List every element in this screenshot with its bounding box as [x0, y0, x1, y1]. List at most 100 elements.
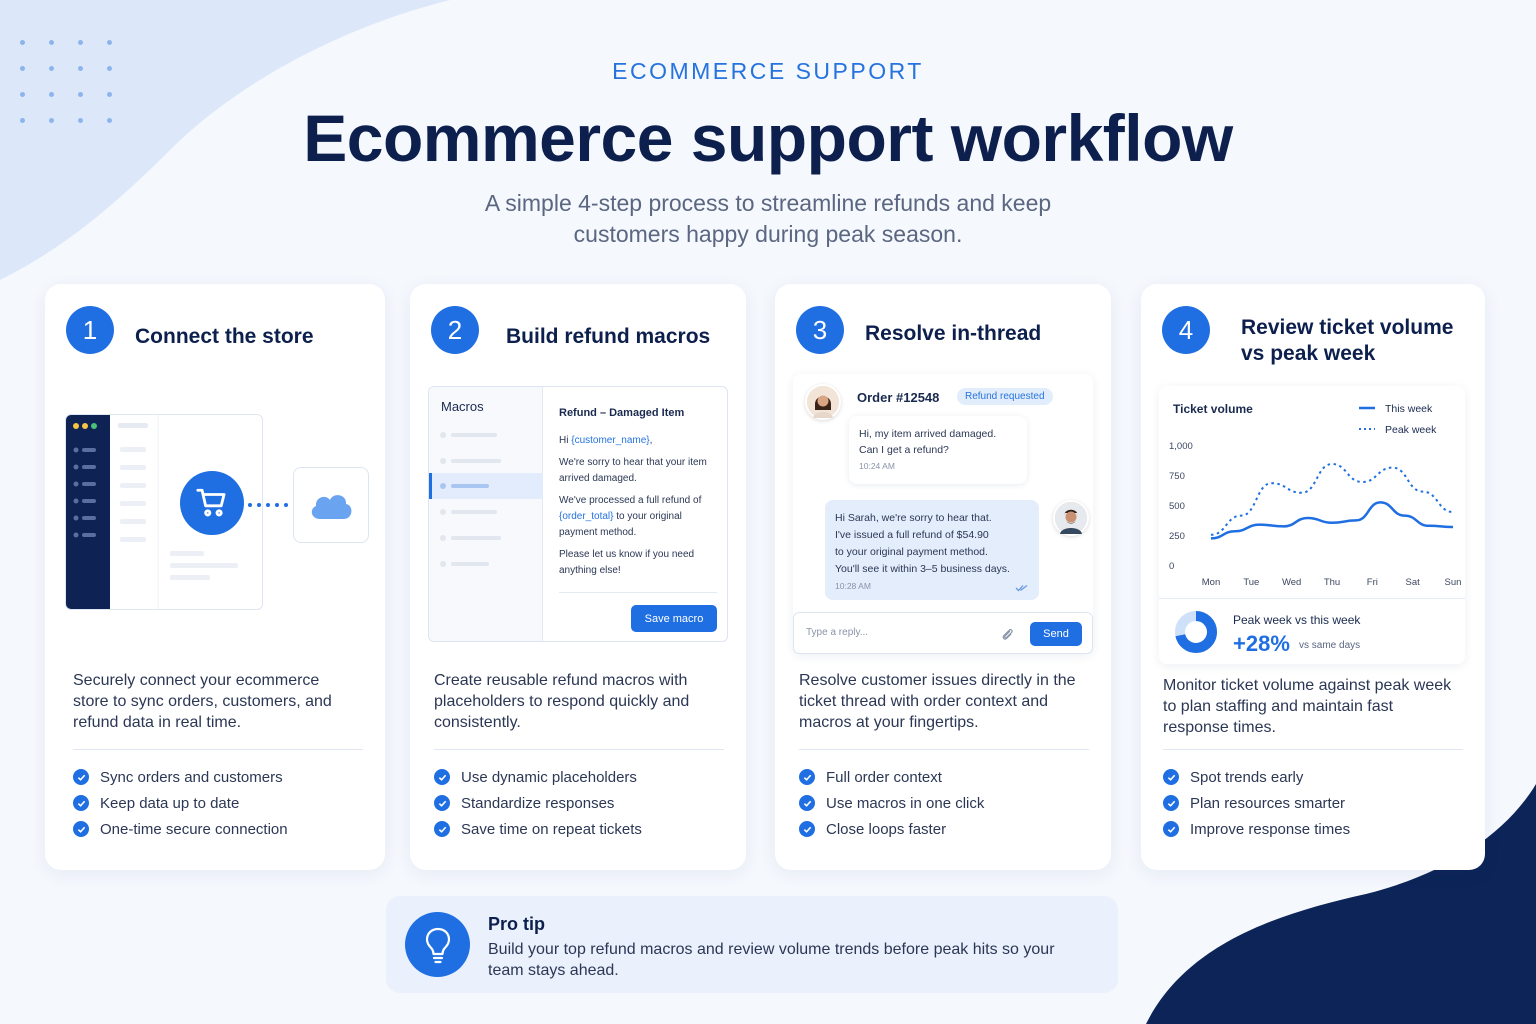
connector-dots [248, 503, 288, 507]
summary-subtext: vs same days [1299, 640, 1361, 651]
step-title: Review ticket volume vs peak week [1241, 316, 1454, 365]
macros-sidebar: Macros [429, 387, 543, 641]
agent-message: Hi Sarah, we're sorry to hear that. I've… [825, 500, 1039, 600]
checklist-item: Close loops faster [799, 816, 984, 842]
macro-list-items [429, 432, 543, 567]
checklist-item: Save time on repeat tickets [434, 816, 642, 842]
save-macro-button[interactable]: Save macro [631, 605, 717, 632]
cloud-icon [293, 467, 369, 543]
step-number: 3 [796, 306, 844, 354]
checklist-item: Improve response times [1163, 816, 1350, 842]
summary-value: +28% [1233, 631, 1290, 656]
divider [434, 749, 724, 750]
check-icon [434, 795, 450, 811]
paperclip-icon[interactable] [1000, 626, 1014, 642]
macros-sidebar-title: Macros [441, 399, 484, 414]
y-tick-label: 500 [1169, 501, 1185, 512]
donut-icon [1175, 611, 1217, 653]
series-line-this-week [1210, 501, 1454, 540]
chart-summary: Peak week vs this week +28% vs same days [1159, 598, 1465, 664]
step-title: Resolve in-thread [865, 322, 1042, 345]
checklist-item: Use dynamic placeholders [434, 764, 642, 790]
macro-editor-mockup: Macros Refund – Damaged Item Hi {custome… [428, 386, 728, 642]
pro-tip-text: Build your top refund macros and review … [488, 941, 1055, 979]
y-tick-label: 1,000 [1169, 441, 1193, 452]
send-button[interactable]: Send [1030, 622, 1082, 646]
check-icon [73, 769, 89, 785]
x-tick-label: Sat [1406, 577, 1421, 588]
pro-tip-title: Pro tip [488, 914, 545, 934]
check-icon [73, 795, 89, 811]
legend-label-this-week: This week [1385, 403, 1433, 415]
step-title: Build refund macros [506, 325, 711, 348]
divider [799, 749, 1089, 750]
checklist-item: Spot trends early [1163, 764, 1350, 790]
checklist-item: Sync orders and customers [73, 764, 288, 790]
step-card-3: 3 Resolve in-thread Order #12548 Refund … [775, 284, 1111, 870]
ticket-volume-chart: Ticket volume This week Peak week 1,000 7… [1159, 386, 1465, 664]
macro-title: Refund – Damaged Item [559, 407, 685, 419]
page-title: Ecommerce support workflow [303, 101, 1233, 175]
check-icon [799, 821, 815, 837]
macro-line: We've processed a full refund of {order_… [559, 495, 702, 538]
reply-input[interactable]: Type a reply... [806, 627, 869, 638]
checklist-item: Standardize responses [434, 790, 642, 816]
macro-line: We're sorry to hear that your item arriv… [559, 457, 707, 484]
checklist: Full order context Use macros in one cli… [799, 764, 984, 842]
check-icon [434, 769, 450, 785]
x-tick-label: Fri [1367, 577, 1378, 588]
cart-icon [180, 471, 244, 535]
sidebar-lines [73, 423, 97, 538]
chart-title: Ticket volume [1173, 402, 1253, 416]
checklist-item: One-time secure connection [73, 816, 288, 842]
placeholder-token: {order_total} [559, 511, 614, 522]
step-number: 2 [431, 306, 479, 354]
step-description: Create reusable refund macros with place… [434, 672, 690, 731]
step-title: Connect the store [135, 325, 314, 348]
series-line-peak-week [1210, 462, 1454, 536]
checklist: Spot trends early Plan resources smarter… [1163, 764, 1350, 842]
x-tick-label: Sun [1445, 577, 1462, 588]
summary-label: Peak week vs this week [1233, 613, 1361, 627]
check-icon [434, 821, 450, 837]
macro-line: Please let us know if you need anything … [559, 549, 695, 576]
divider [73, 749, 363, 750]
step-description: Monitor ticket volume against peak week … [1163, 677, 1452, 736]
order-number: Order #12548 [857, 390, 940, 405]
check-icon [1163, 795, 1179, 811]
page-subtitle: A simple 4-step process to streamline re… [484, 190, 1052, 247]
step-number: 4 [1162, 306, 1210, 354]
message-time: 10:24 AM [859, 461, 895, 471]
agent-avatar [1053, 500, 1089, 536]
customer-avatar [805, 384, 841, 420]
eyebrow-label: ECOMMERCE SUPPORT [612, 58, 924, 84]
x-tick-label: Wed [1282, 577, 1301, 588]
step-card-2: 2 Build refund macros Macros Refund – Da… [410, 284, 746, 870]
reply-box: Type a reply... Send [793, 612, 1093, 654]
status-badge: Refund requested [957, 388, 1053, 405]
step-number: 1 [66, 306, 114, 354]
check-icon [73, 821, 89, 837]
y-tick-label: 750 [1169, 471, 1185, 482]
macro-greeting: Hi {customer_name}, [559, 435, 653, 446]
check-icon [799, 795, 815, 811]
checklist: Sync orders and customers Keep data up t… [73, 764, 288, 842]
step-description: Securely connect your ecommerce store to… [73, 672, 332, 731]
background-blob-top-left [0, 0, 450, 280]
divider [559, 592, 717, 593]
x-tick-label: Tue [1243, 577, 1259, 588]
check-icon [1163, 769, 1179, 785]
step-card-1: 1 Connect the store [45, 284, 385, 870]
x-tick-label: Thu [1324, 577, 1340, 588]
step-card-4: 4 Review ticket volume vs peak week Tick… [1141, 284, 1485, 870]
customer-message: Hi, my item arrived damaged. Can I get a… [849, 416, 1027, 484]
divider [1163, 749, 1463, 750]
background-blob-bottom-right [1146, 784, 1536, 1024]
legend-label-peak-week: Peak week [1385, 424, 1437, 436]
read-receipt-icon [1015, 584, 1028, 592]
placeholder-token: {customer_name} [571, 435, 650, 446]
step-description: Resolve customer issues directly in the … [799, 672, 1076, 731]
checklist-item: Keep data up to date [73, 790, 288, 816]
